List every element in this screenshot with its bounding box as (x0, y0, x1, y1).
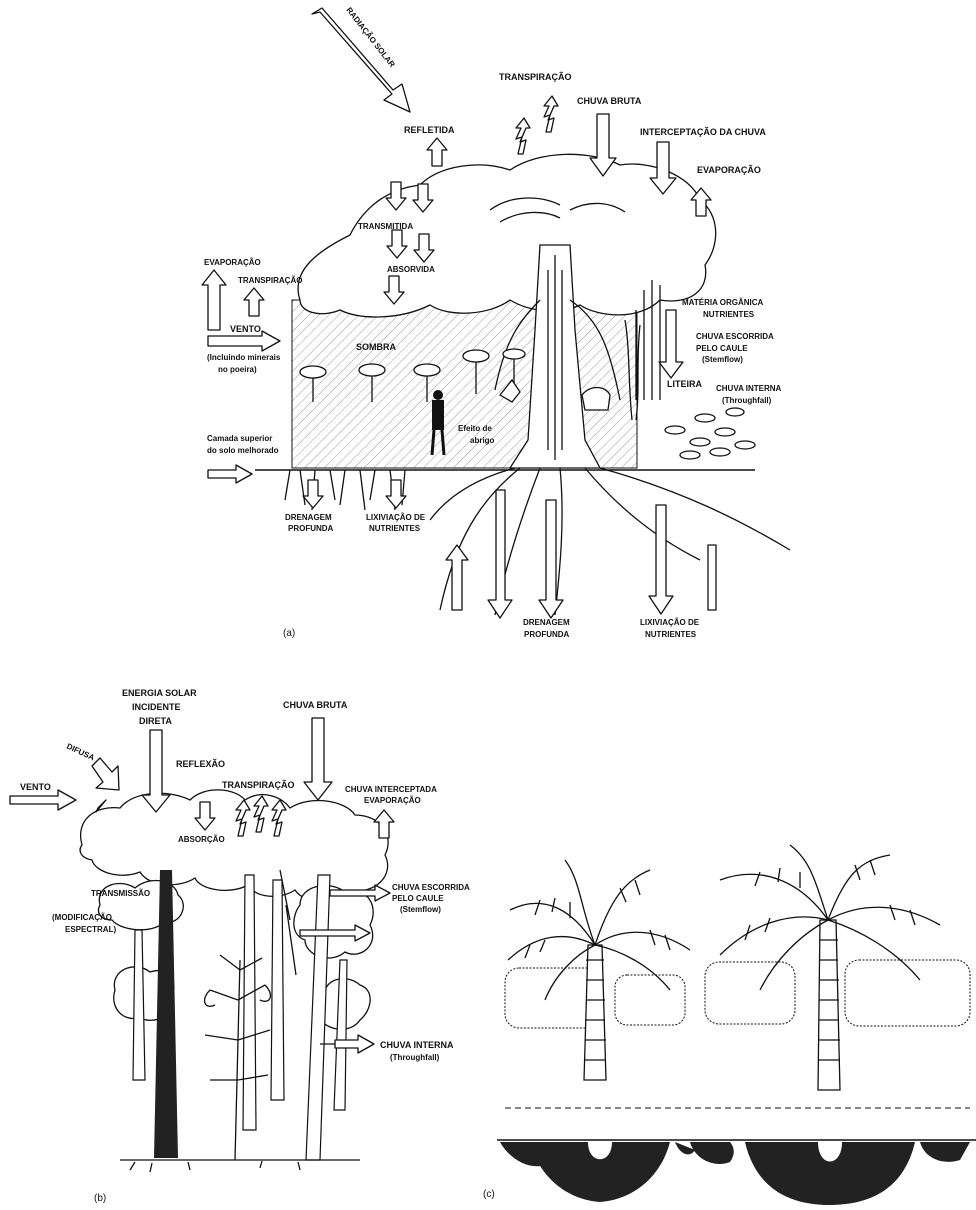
panel-b: ENERGIA SOLAR INCIDENTE DIRETA CHUVA BRU… (10, 688, 470, 1204)
label-camada-2: do solo melhorado (207, 446, 279, 455)
label-materia-1: MATÉRIA ORGÂNICA (682, 298, 764, 307)
label-interna-b-2: (Throughfall) (390, 1053, 440, 1062)
label-modificacao-2: ESPECTRAL) (65, 925, 116, 934)
label-refletida: REFLETIDA (404, 125, 455, 135)
label-reflexao: REFLEXÃO (176, 759, 225, 769)
label-drenagem-right-1: DRENAGEM (523, 618, 570, 627)
label-escorrida-3: (Stemflow) (702, 355, 743, 364)
label-interna-b-1: CHUVA INTERNA (380, 1040, 454, 1050)
label-evaporacao-left: EVAPORAÇÃO (204, 258, 261, 267)
label-lixiviacao-right-1: LIXIVIAÇÃO DE (640, 618, 700, 627)
label-transmitida: TRANSMITIDA (358, 222, 413, 231)
caption-a: (a) (283, 628, 295, 639)
root-system (430, 468, 790, 615)
label-chuva-bruta-b: CHUVA BRUTA (283, 700, 348, 710)
label-vento-note-2: no poeira) (218, 365, 257, 374)
label-vento-b: VENTO (20, 782, 51, 792)
label-escorrida-b-2: PELO CAULE (392, 894, 444, 903)
label-liteira: LITEIRA (667, 379, 702, 389)
label-lixiviacao-left-1: LIXIVIAÇÃO DE (366, 513, 426, 522)
label-drenagem-left-1: DRENAGEM (285, 513, 332, 522)
label-transpiracao-b: TRANSPIRAÇÃO (222, 780, 295, 790)
label-absorcao: ABSORÇÃO (178, 835, 225, 844)
caption-b: (b) (94, 1193, 106, 1204)
label-escorrida-1: CHUVA ESCORRIDA (696, 332, 774, 341)
understory-plant (205, 955, 271, 1160)
label-escorrida-2: PELO CAULE (696, 344, 748, 353)
label-modificacao-1: (MODIFICAÇÃO (52, 913, 112, 922)
label-transpiracao-left: TRANSPIRAÇÃO (238, 276, 302, 285)
panel-a: RADIAÇÃO SOLAR TRANSPIRAÇÃO CHUVA BRUTA … (202, 6, 790, 639)
root-masses (500, 1142, 970, 1205)
label-absorvida: ABSORVIDA (387, 265, 435, 274)
label-interna-2: (Throughfall) (722, 396, 772, 405)
leaf-litter (665, 408, 755, 459)
label-interna-1: CHUVA INTERNA (716, 384, 782, 393)
label-efeito-1: Efeito de (458, 424, 492, 433)
cacao-shrubs (505, 960, 970, 1028)
caption-c: (c) (483, 1189, 495, 1200)
label-materia-2: NUTRIENTES (703, 310, 755, 319)
label-sombra: SOMBRA (356, 342, 396, 352)
label-radiacao-solar: RADIAÇÃO SOLAR (344, 6, 396, 70)
label-interceptacao: INTERCEPTAÇÃO DA CHUVA (640, 127, 766, 137)
label-transpiracao-top: TRANSPIRAÇÃO (499, 72, 572, 82)
label-chuva-bruta-a: CHUVA BRUTA (577, 96, 642, 106)
label-energia-3: DIRETA (139, 716, 172, 726)
label-escorrida-b-1: CHUVA ESCORRIDA (392, 883, 470, 892)
label-lixiviacao-right-2: NUTRIENTES (645, 630, 697, 639)
animal-figure (582, 388, 610, 411)
label-energia-1: ENERGIA SOLAR (122, 688, 197, 698)
label-efeito-2: abrigo (470, 436, 495, 445)
label-vento-a: VENTO (230, 324, 261, 334)
label-difusa: DIFUSA (65, 742, 96, 763)
panel-c: (c) (483, 845, 976, 1205)
label-interceptada-2: EVAPORAÇÃO (364, 796, 421, 805)
label-drenagem-right-2: PROFUNDA (524, 630, 570, 639)
label-lixiviacao-left-2: NUTRIENTES (369, 524, 421, 533)
label-drenagem-left-2: PROFUNDA (288, 524, 334, 533)
label-escorrida-b-3: (Stemflow) (400, 905, 441, 914)
label-energia-2: INCIDENTE (132, 702, 181, 712)
label-camada-1: Camada superior (207, 434, 272, 443)
label-evaporacao-right: EVAPORAÇÃO (697, 165, 761, 175)
label-vento-note-1: (Incluindo minerais (207, 353, 281, 362)
label-interceptada-1: CHUVA INTERCEPTADA (345, 785, 437, 794)
label-transmissao: TRANSMISSÃO (91, 889, 150, 898)
